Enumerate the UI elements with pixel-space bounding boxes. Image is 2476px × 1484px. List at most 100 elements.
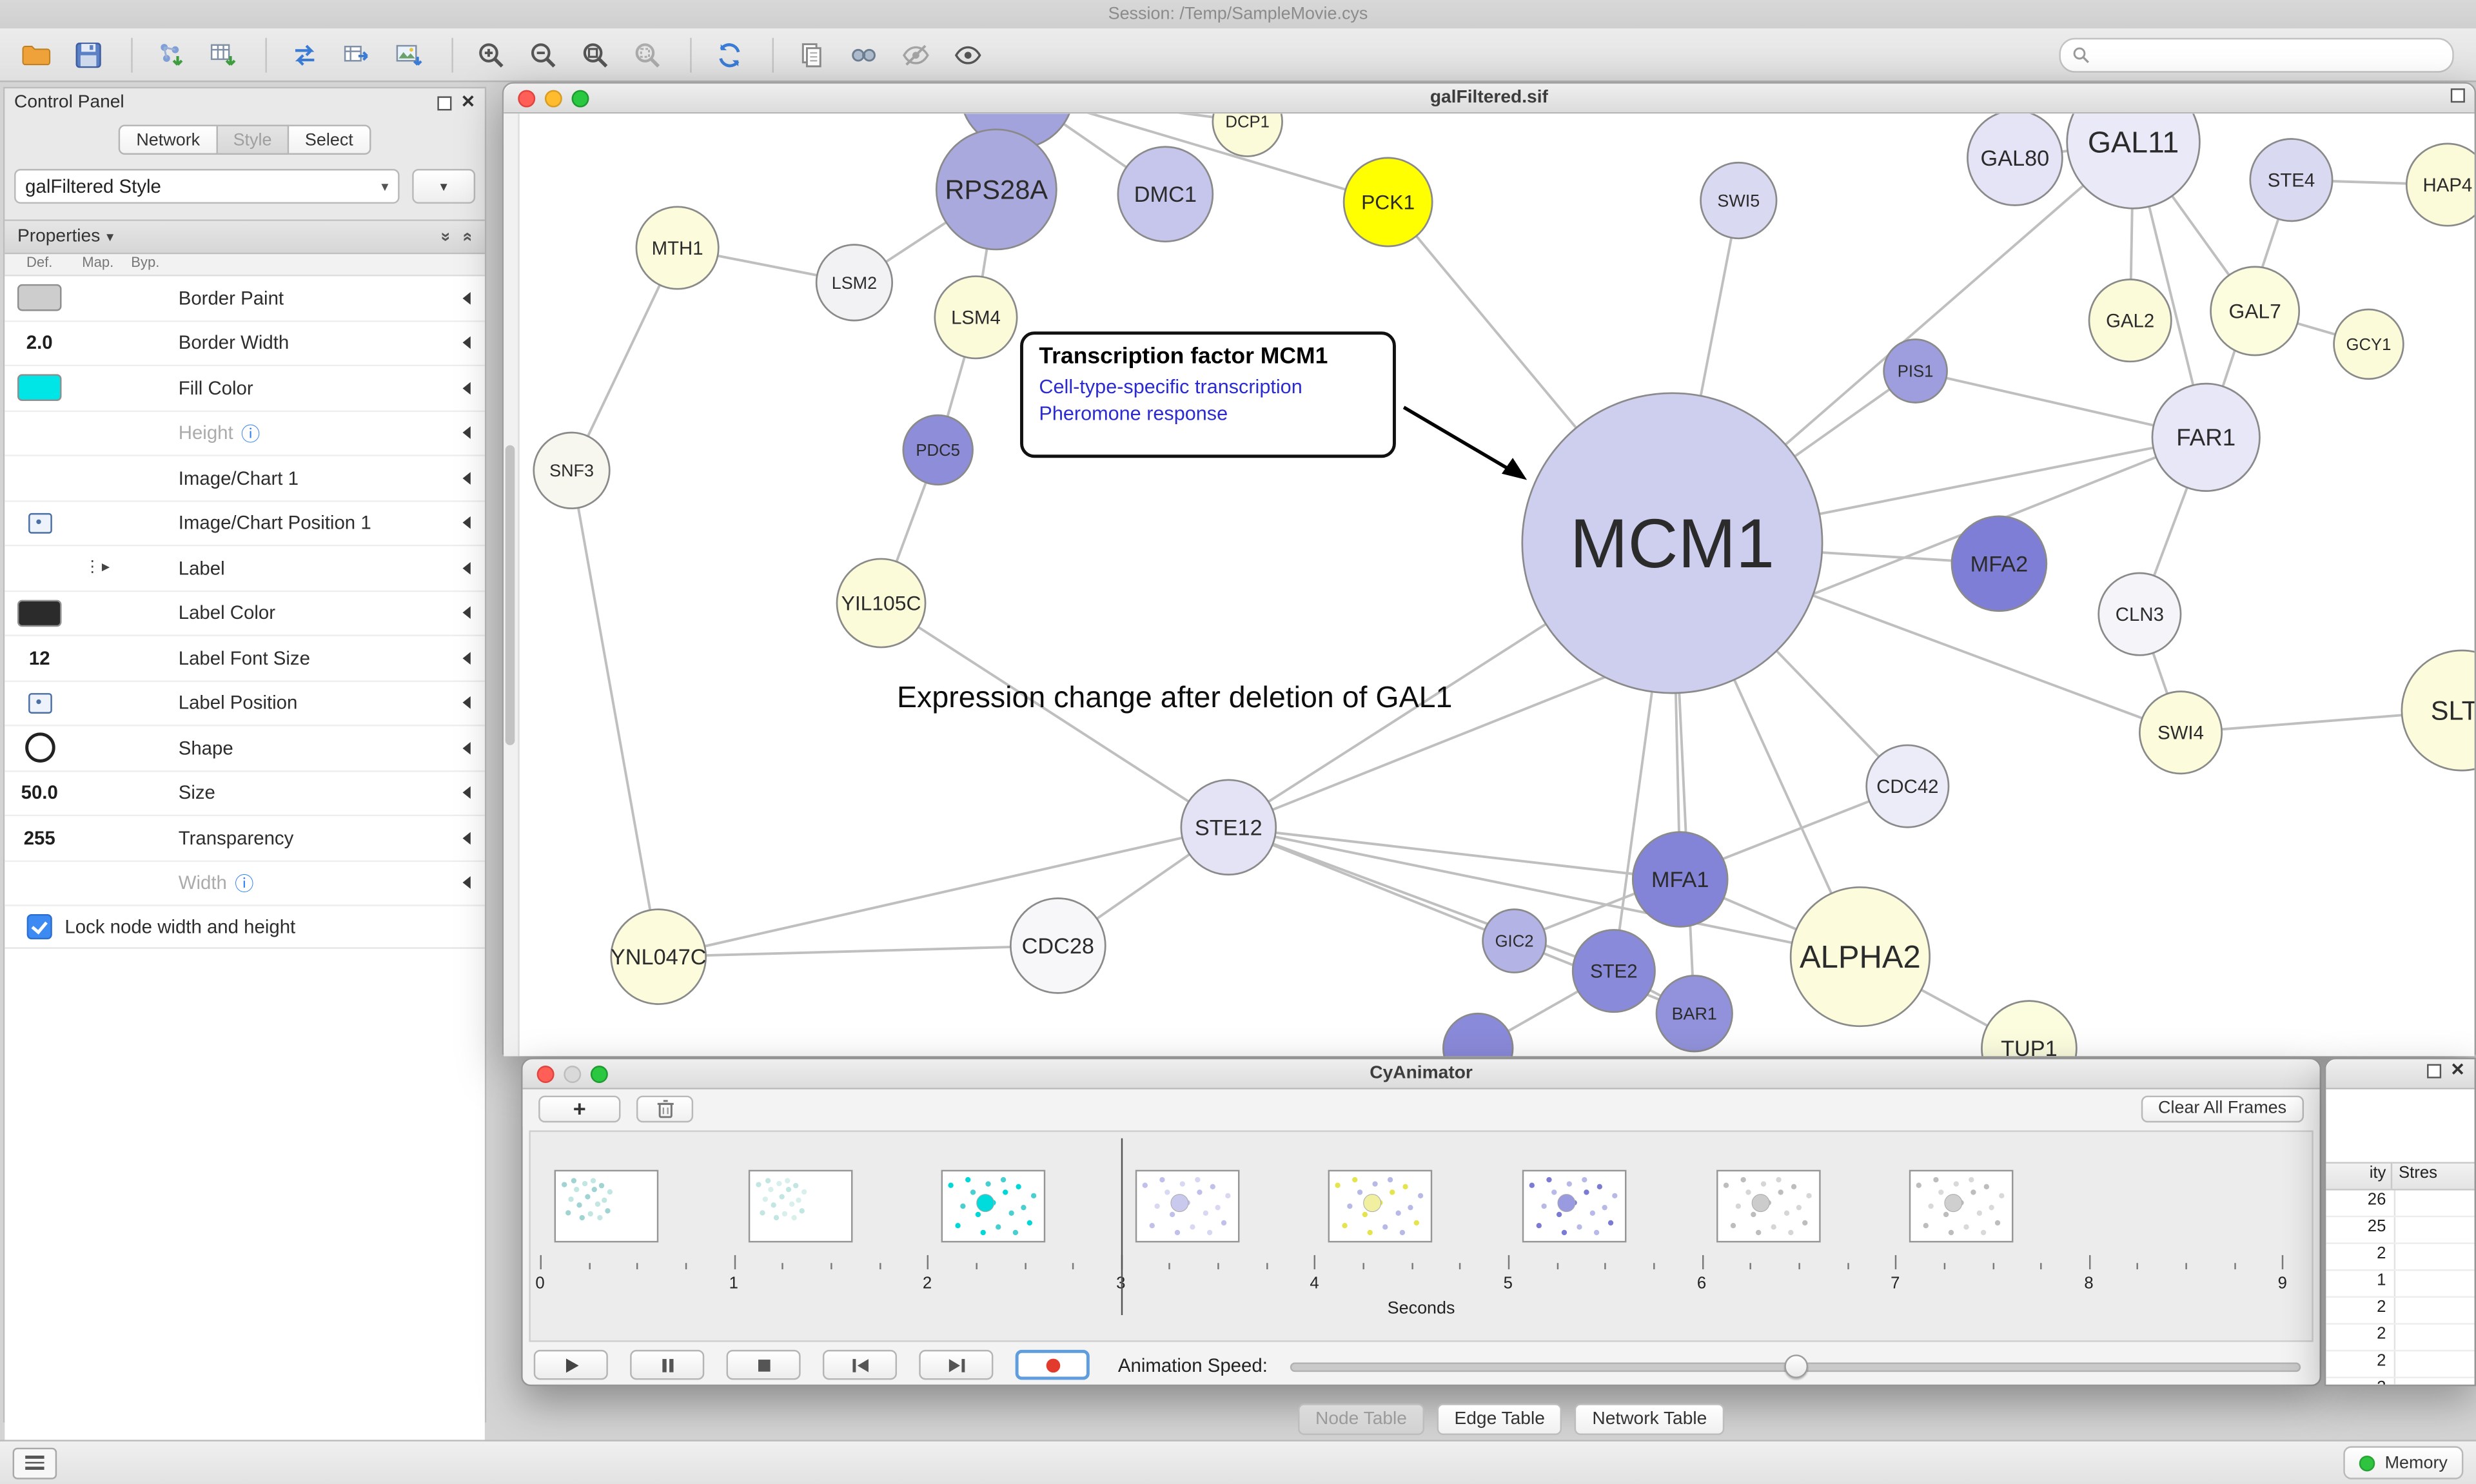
animation-speed-slider[interactable] [1290, 1350, 2301, 1380]
property-row-label-color[interactable]: Label Color [5, 591, 485, 636]
search-box[interactable] [2059, 37, 2454, 72]
table-cell[interactable] [2395, 1351, 2474, 1376]
position-icon[interactable] [27, 692, 52, 714]
collapse-all-icon[interactable]: « [458, 231, 477, 242]
property-row-border-paint[interactable]: Border Paint [5, 276, 485, 322]
zoom-fit-button[interactable] [572, 33, 619, 75]
expand-arrow-icon[interactable] [462, 561, 471, 574]
lock-size-checkbox[interactable] [26, 913, 52, 940]
expand-arrow-icon[interactable] [462, 786, 471, 799]
table-row[interactable]: 1 [2326, 1271, 2475, 1298]
table-cell[interactable]: 1 [2326, 1271, 2396, 1296]
table-row[interactable]: 25 [2326, 1217, 2475, 1244]
frame-thumbnail-2[interactable] [747, 1169, 852, 1243]
export-network-button[interactable] [281, 33, 328, 75]
export-image-button[interactable] [386, 33, 433, 75]
lock-size-row[interactable]: Lock node width and height [5, 906, 485, 949]
property-row-shape[interactable]: Shape [5, 726, 485, 772]
frame-thumbnail-7[interactable] [1716, 1169, 1820, 1243]
cyanimator-titlebar[interactable]: CyAnimator [522, 1059, 2320, 1089]
style-options-button[interactable]: ▾ [412, 169, 476, 204]
memory-button[interactable]: Memory [2343, 1446, 2464, 1479]
network-node-gal11[interactable]: GAL11 [2066, 113, 2201, 210]
table-cell[interactable]: 2 [2326, 1244, 2396, 1269]
record-button[interactable] [1015, 1349, 1090, 1380]
ellipse-shape-icon[interactable] [24, 732, 55, 763]
network-node-alpha2[interactable]: ALPHA2 [1789, 886, 1931, 1028]
zoom-selected-button[interactable] [624, 33, 671, 75]
network-node-snf3[interactable]: SNF3 [533, 431, 611, 509]
network-node-unlabeled[interactable] [1442, 1012, 1514, 1057]
search-input[interactable] [2097, 43, 2442, 66]
network-node-ste12[interactable]: STE12 [1180, 779, 1277, 876]
minimize-window-icon[interactable] [544, 89, 562, 107]
table-cell[interactable] [2395, 1325, 2474, 1350]
default-value-cell[interactable] [5, 692, 74, 714]
default-value-cell[interactable] [5, 513, 74, 534]
color-swatch[interactable] [17, 375, 62, 402]
table-cell[interactable]: 2 [2326, 1324, 2396, 1350]
export-table-button[interactable] [333, 33, 380, 75]
network-node-gal80[interactable]: GAL80 [1967, 113, 2063, 206]
table-cell[interactable] [2395, 1378, 2474, 1385]
copy-button[interactable] [788, 33, 835, 75]
delete-frame-button[interactable] [636, 1095, 694, 1122]
open-session-button[interactable] [13, 33, 60, 75]
default-value-cell[interactable]: 50.0 [5, 782, 74, 804]
expand-arrow-icon[interactable] [462, 696, 471, 710]
frame-thumbnail-4[interactable] [1135, 1169, 1239, 1243]
import-table-button[interactable] [199, 33, 246, 75]
network-window-titlebar[interactable]: galFiltered.sif [504, 83, 2475, 114]
table-cell[interactable] [2395, 1191, 2474, 1216]
color-swatch[interactable] [17, 284, 62, 312]
tab-style[interactable]: Style [217, 124, 290, 155]
network-node-gal7[interactable]: GAL7 [2210, 266, 2301, 356]
pause-button[interactable] [630, 1349, 705, 1380]
table-cell[interactable]: 25 [2326, 1217, 2396, 1243]
hide-selection-button[interactable] [892, 33, 939, 75]
annotation-box[interactable]: Transcription factor MCM1 Cell-type-spec… [1020, 331, 1396, 458]
network-node-mth1[interactable]: MTH1 [635, 206, 720, 290]
float-panel-icon[interactable] [437, 95, 451, 110]
table-row[interactable]: 2 [2326, 1298, 2475, 1325]
float-panel-icon[interactable] [2426, 1064, 2441, 1079]
network-node-slt2[interactable]: SLT2 [2401, 649, 2475, 772]
close-panel-icon[interactable]: ✕ [2450, 1060, 2465, 1080]
property-row-label[interactable]: ⋮▸Label [5, 546, 485, 592]
network-node-swi4[interactable]: SWI4 [2139, 690, 2223, 775]
close-panel-icon[interactable]: ✕ [460, 92, 476, 112]
table-cell[interactable]: 2 [2326, 1378, 2396, 1385]
network-node-hap4[interactable]: HAP4 [2405, 142, 2475, 227]
expand-arrow-icon[interactable] [462, 516, 471, 530]
network-vertical-scrollbar[interactable] [504, 113, 520, 1057]
scrollbar-thumb[interactable] [505, 445, 515, 745]
position-icon[interactable] [27, 513, 52, 534]
network-node-cdc28[interactable]: CDC28 [1010, 897, 1106, 994]
network-node-pis1[interactable]: PIS1 [1883, 338, 1948, 404]
annotation-link[interactable]: Cell-type-specific transcription [1039, 375, 1302, 398]
timeline-playhead[interactable] [1121, 1138, 1123, 1316]
expand-arrow-icon[interactable] [462, 291, 471, 305]
default-value-cell[interactable] [5, 600, 74, 627]
default-value-cell[interactable]: 2.0 [5, 332, 74, 354]
annotation-link[interactable]: Pheromone response [1039, 402, 1228, 425]
expand-all-icon[interactable]: » [435, 231, 455, 242]
network-node-dcp1[interactable]: DCP1 [1212, 113, 1283, 157]
network-node-swi5[interactable]: SWI5 [1700, 161, 1778, 240]
stop-button[interactable] [726, 1349, 801, 1380]
table-cell[interactable] [2395, 1298, 2474, 1323]
network-node-ste2[interactable]: STE2 [1571, 929, 1656, 1013]
expand-arrow-icon[interactable] [462, 876, 471, 890]
property-row-fill-color[interactable]: Fill Color [5, 366, 485, 411]
network-node-mfa1[interactable]: MFA1 [1631, 831, 1729, 928]
network-node-gic2[interactable]: GIC2 [1482, 908, 1547, 973]
frame-thumbnail-3[interactable] [941, 1169, 1046, 1243]
import-network-button[interactable] [147, 33, 194, 75]
expand-arrow-icon[interactable] [462, 651, 471, 665]
default-value-cell[interactable] [5, 732, 74, 763]
table-cell[interactable] [2395, 1217, 2474, 1242]
